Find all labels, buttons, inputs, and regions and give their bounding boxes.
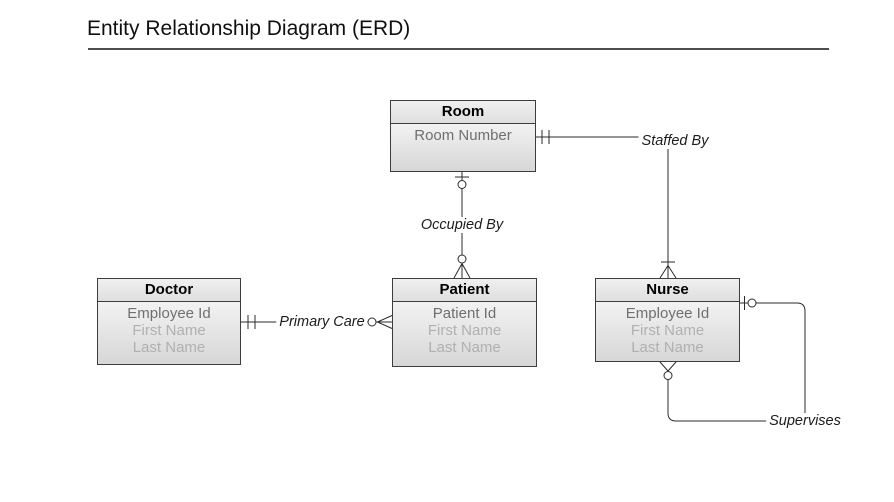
entity-header: Patient [393, 279, 536, 302]
attribute-row: Employee Id [625, 305, 710, 322]
entity-attributes: Employee Id First Name Last Name [98, 302, 240, 364]
double-tick-icon [247, 315, 256, 329]
relationship-label-supervises[interactable]: Supervises [766, 413, 844, 429]
zero-circle-icon [457, 254, 467, 264]
zero-circle-icon [367, 317, 377, 327]
entity-header: Doctor [98, 279, 240, 302]
relationship-label-staffed-by[interactable]: Staffed By [638, 133, 712, 149]
attribute-row: First Name [630, 322, 705, 339]
crows-foot-icon [659, 265, 677, 279]
entity-room[interactable]: Room Room Number [390, 100, 536, 172]
attribute-row: Last Name [631, 339, 704, 356]
crows-foot-icon [453, 263, 471, 279]
entity-attributes: Employee Id First Name Last Name [596, 302, 739, 361]
relationship-label-occupied-by[interactable]: Occupied By [417, 217, 507, 233]
attribute-row: Room Number [414, 127, 512, 144]
crows-foot-icon [377, 315, 393, 329]
attribute-row: First Name [427, 322, 502, 339]
entity-patient[interactable]: Patient Patient Id First Name Last Name [392, 278, 537, 367]
attribute-row: Employee Id [127, 305, 211, 322]
relationship-staffed-by [535, 130, 677, 279]
double-tick-icon [541, 130, 550, 144]
entity-doctor[interactable]: Doctor Employee Id First Name Last Name [97, 278, 241, 365]
zero-circle-icon [747, 298, 757, 308]
title-divider [88, 48, 829, 50]
attribute-row: Last Name [428, 339, 501, 356]
zero-circle-icon [457, 180, 467, 189]
attribute-row: First Name [132, 322, 206, 339]
page-title: Entity Relationship Diagram (ERD) [87, 17, 411, 40]
zero-circle-icon [663, 371, 673, 380]
relationship-label-primary-care[interactable]: Primary Care [276, 314, 368, 330]
entity-attributes: Room Number [391, 124, 535, 171]
attribute-row: Patient Id [432, 305, 497, 322]
attribute-row: Last Name [132, 339, 206, 356]
entity-attributes: Patient Id First Name Last Name [393, 302, 536, 366]
entity-header: Room [391, 101, 535, 124]
entity-header: Nurse [596, 279, 739, 302]
entity-nurse[interactable]: Nurse Employee Id First Name Last Name [595, 278, 740, 362]
relationship-line [535, 136, 669, 278]
crows-foot-icon [659, 361, 677, 372]
